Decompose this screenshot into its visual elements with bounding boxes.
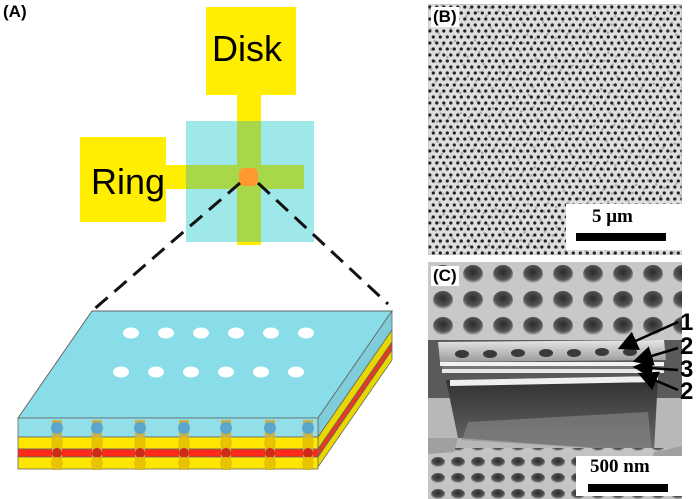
callout-arrow-2a	[632, 346, 679, 366]
panel-c-label: (C)	[431, 266, 459, 286]
disk-pad	[206, 7, 296, 95]
ring-label: Ring	[91, 161, 166, 202]
panel-b-scale-bar	[576, 233, 666, 241]
panel-a-diagram	[17, 7, 393, 470]
callout-number-2b: 2	[680, 378, 694, 405]
callout-arrow-1	[617, 320, 679, 350]
callout-number-1: 1	[680, 309, 694, 336]
callout-number-3: 3	[680, 356, 694, 383]
zoom-line-left	[91, 181, 241, 313]
callout-arrow-2b	[637, 371, 679, 392]
panel-b-scale-label: 5 μm	[592, 206, 633, 227]
panel-a-label: (A)	[3, 2, 27, 21]
panel-b-label: (B)	[431, 7, 459, 27]
callout-arrow-3	[632, 358, 679, 379]
callout-number-2a: 2	[680, 333, 694, 360]
zoom-line-right	[256, 181, 390, 306]
disk-label: Disk	[212, 28, 282, 69]
panel-b-scalebar-box	[566, 204, 682, 250]
junction	[239, 168, 258, 186]
layered-slab	[17, 309, 393, 470]
panel-c-scale-bar	[588, 484, 668, 492]
ring-pad	[80, 137, 166, 222]
panel-c-scale-label: 500 nm	[590, 456, 650, 477]
panel-c-callout-arrows	[617, 320, 679, 392]
